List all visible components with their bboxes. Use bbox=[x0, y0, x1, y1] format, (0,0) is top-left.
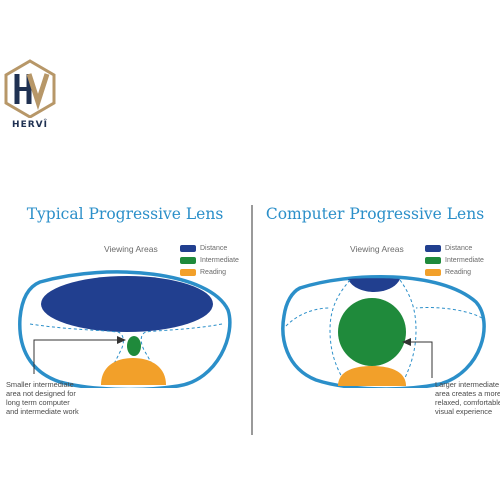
boundary-right-upper bbox=[415, 307, 483, 319]
computer-lens-title: Computer Progressive Lens bbox=[265, 205, 485, 223]
legend-item-distance: Distance bbox=[180, 242, 239, 254]
reading-swatch bbox=[180, 268, 196, 276]
intermediate-zone bbox=[338, 298, 406, 366]
typical-lens-diagram bbox=[18, 270, 232, 388]
reading-zone bbox=[101, 358, 166, 385]
arrow-head-icon bbox=[402, 338, 411, 346]
legend-label: Intermediate bbox=[200, 256, 239, 264]
brand-logo: HERVÎ bbox=[2, 58, 58, 138]
distance-swatch bbox=[425, 244, 441, 252]
callout-line bbox=[410, 341, 433, 378]
intermediate-zone bbox=[127, 336, 141, 356]
note-line: visual experience bbox=[435, 407, 493, 416]
note-line: relaxed, comfortable bbox=[435, 398, 500, 407]
reading-swatch bbox=[425, 268, 441, 276]
distance-zone bbox=[41, 276, 213, 332]
legend-label: Intermediate bbox=[445, 256, 484, 264]
panel-divider bbox=[251, 205, 253, 435]
lens-outline bbox=[281, 274, 486, 388]
intermediate-swatch bbox=[180, 256, 196, 264]
distance-zone bbox=[348, 278, 400, 292]
typical-lens-title: Typical Progressive Lens bbox=[26, 205, 224, 223]
note-line: Smaller intermediate bbox=[6, 380, 74, 389]
computer-lens-diagram bbox=[281, 274, 486, 388]
note-line: area creates a more bbox=[435, 389, 500, 398]
note-line: and intermediate work bbox=[6, 407, 79, 416]
intermediate-swatch bbox=[425, 256, 441, 264]
legend-item-distance: Distance bbox=[425, 242, 484, 254]
hv-monogram-icon bbox=[4, 59, 56, 118]
computer-lens-note: Larger intermediate area creates a more … bbox=[435, 380, 500, 416]
computer-lens-panel: Computer Progressive Lens Viewing Areas … bbox=[250, 200, 500, 450]
lens-outline bbox=[18, 270, 232, 388]
typical-lens-panel: Typical Progressive Lens Viewing Areas D… bbox=[0, 200, 250, 450]
brand-name: HERVÎ bbox=[12, 120, 48, 130]
note-line: Larger intermediate bbox=[435, 380, 500, 389]
arrow-head-icon bbox=[117, 336, 126, 344]
reading-zone bbox=[338, 366, 406, 386]
boundary-right bbox=[399, 279, 417, 385]
legend: Distance Intermediate Reading bbox=[425, 242, 484, 278]
viewing-areas-label: Viewing Areas bbox=[350, 244, 404, 254]
legend-item-intermediate: Intermediate bbox=[425, 254, 484, 266]
note-line: area not designed for bbox=[6, 389, 76, 398]
distance-swatch bbox=[180, 244, 196, 252]
boundary-left bbox=[329, 279, 351, 385]
typical-lens-note: Smaller intermediate area not designed f… bbox=[6, 380, 96, 416]
legend-label: Reading bbox=[445, 268, 472, 276]
viewing-areas-label: Viewing Areas bbox=[104, 244, 158, 254]
legend-label: Distance bbox=[200, 244, 228, 252]
legend-item-reading: Reading bbox=[180, 266, 239, 278]
legend-label: Distance bbox=[445, 244, 473, 252]
legend-item-intermediate: Intermediate bbox=[180, 254, 239, 266]
callout-line bbox=[33, 339, 118, 374]
legend-label: Reading bbox=[200, 268, 227, 276]
note-line: long term computer bbox=[6, 398, 70, 407]
legend: Distance Intermediate Reading bbox=[180, 242, 239, 278]
boundary-left-upper bbox=[285, 307, 331, 327]
legend-item-reading: Reading bbox=[425, 266, 484, 278]
